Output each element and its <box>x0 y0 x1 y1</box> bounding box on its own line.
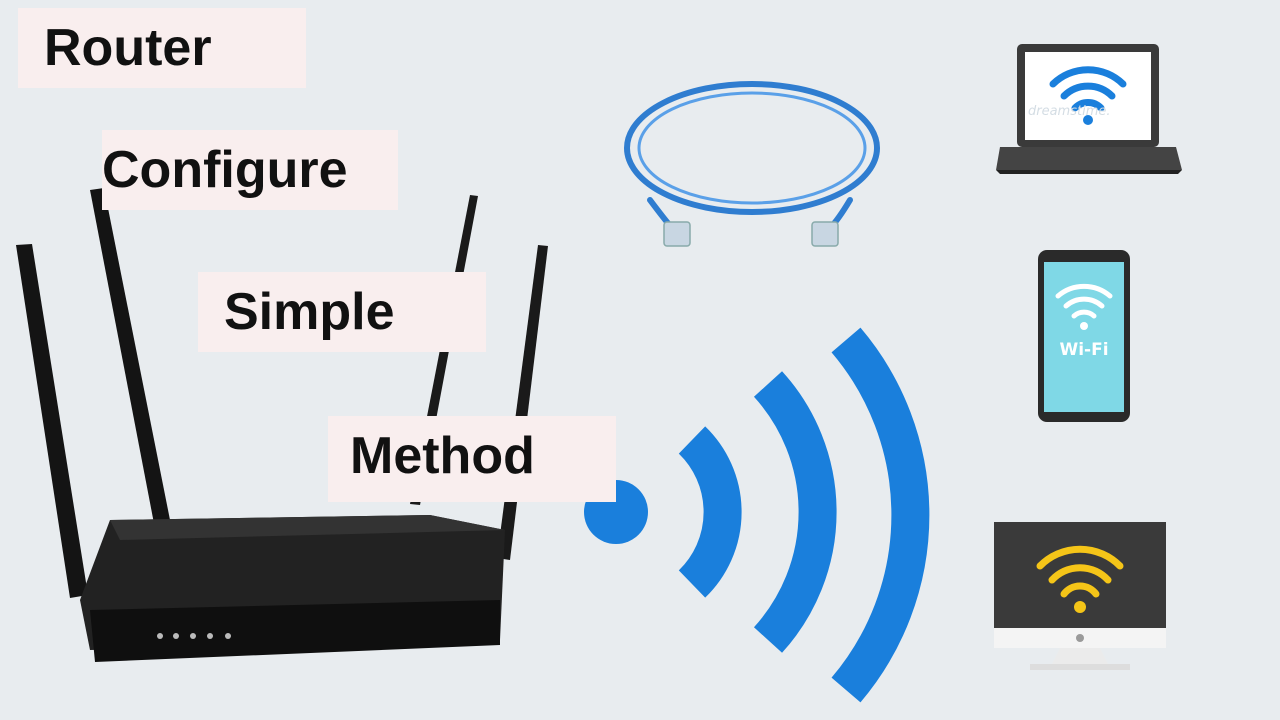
laptop-icon <box>996 44 1182 174</box>
title-method: Method <box>328 416 616 502</box>
monitor-icon <box>994 522 1166 670</box>
wifi-icon <box>1055 283 1113 330</box>
title-configure: Configure <box>102 130 398 210</box>
wifi-icon <box>1049 66 1127 125</box>
router-icon <box>16 188 548 662</box>
ethernet-cable-icon <box>624 81 880 247</box>
title-simple: Simple <box>198 272 486 352</box>
smartphone-icon <box>1038 250 1130 422</box>
wifi-signal-icon <box>584 327 930 703</box>
wifi-icon <box>1036 545 1124 613</box>
phone-wifi-text: Wi-Fi <box>1059 340 1109 360</box>
title-router: Router <box>18 8 306 88</box>
laptop-watermark: dreamstime. <box>1028 104 1111 119</box>
